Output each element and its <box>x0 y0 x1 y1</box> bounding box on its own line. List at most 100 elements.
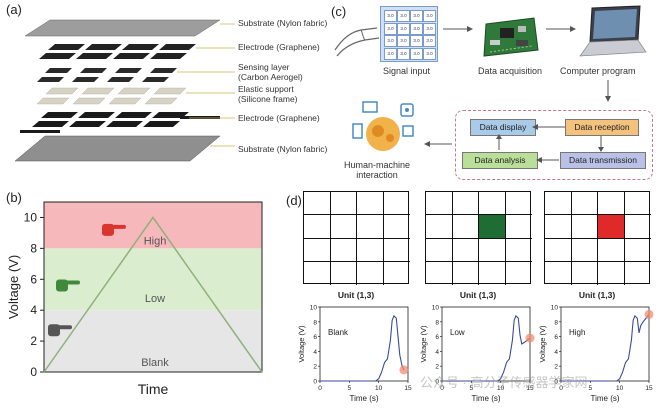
layer-label-sensing: Sensing layer (Carbon Aerogel) <box>238 62 303 82</box>
grid-cell <box>452 215 479 239</box>
arrow-icon <box>443 26 473 32</box>
x-tick-label: 15 <box>526 385 534 392</box>
y-tick-label: 10 <box>24 210 38 224</box>
y-tick-label: 0 <box>435 379 439 386</box>
band-high <box>44 202 262 249</box>
arrow-icon <box>546 26 576 32</box>
y-tick-label: 6 <box>30 272 37 286</box>
layer-label-elastic: Elastic support (Silicone frame) <box>238 84 298 104</box>
y-tick-label: 8 <box>435 319 439 326</box>
x-axis-label: Time (s) <box>471 394 500 403</box>
flow-arrows <box>496 124 604 163</box>
grid-cell <box>304 192 331 216</box>
grid-cell <box>545 192 572 216</box>
x-tick-label: 0 <box>559 385 563 392</box>
y-tick-label: 2 <box>30 334 37 348</box>
y-tick-label: 6 <box>554 334 558 341</box>
y-axis-label: Voltage (V) <box>538 325 547 363</box>
x-tick-label: 5 <box>348 385 352 392</box>
y-axis-label: Voltage (V) <box>419 325 428 363</box>
endpoint-marker <box>399 365 409 375</box>
grid-cell-active <box>479 215 506 239</box>
hand-blank-icon <box>48 324 72 337</box>
y-tick-label: 2 <box>313 364 317 371</box>
grid-cell <box>304 238 331 262</box>
grid-cell <box>624 192 651 216</box>
grid-cell <box>304 215 331 239</box>
keypad-cell: 3.0 <box>423 35 436 47</box>
sensor-grid-blank <box>303 191 411 285</box>
plot-frame <box>319 306 409 382</box>
grid-cell <box>383 192 410 216</box>
signal-input-label: Signal input <box>383 66 431 76</box>
hand-low-icon <box>56 279 80 292</box>
y-tick-label: 2 <box>435 364 439 371</box>
plot-frame <box>441 306 531 382</box>
keypad-cell: 3.0 <box>397 22 410 35</box>
x-tick-label: 0 <box>440 385 444 392</box>
voltage-trace <box>442 314 531 382</box>
y-tick-label: 6 <box>313 334 317 341</box>
arrow-icon <box>424 141 452 147</box>
band-low <box>44 248 262 311</box>
watermark: 公众号 · 高分子传感器学家网 <box>420 375 588 390</box>
grid-cell <box>330 192 357 216</box>
grid-cell <box>331 261 357 285</box>
plot-frame <box>43 201 263 373</box>
keypad-cell: 3.0 <box>423 22 436 35</box>
plot-label: Blank <box>328 328 349 337</box>
keypad-cell: 3.0 <box>384 47 397 60</box>
x-axis-label: Time (s) <box>349 394 378 403</box>
x-tick-label: 15 <box>404 385 412 392</box>
grid-cell <box>304 261 331 285</box>
grid-cell <box>357 261 384 285</box>
keypad-cell: 3.0 <box>397 10 410 22</box>
keypad-cell: 3.0 <box>410 22 423 35</box>
human-machine-label: Human-machine interaction <box>343 160 411 180</box>
panel-label-c: (c) <box>331 4 347 19</box>
y-tick-label: 0 <box>554 379 558 386</box>
keypad-cell: 3.0 <box>410 47 423 60</box>
x-tick-label: 0 <box>318 385 322 392</box>
grid-cell <box>452 238 479 262</box>
grid-cell <box>357 238 384 262</box>
grid-cell <box>505 215 532 239</box>
flow-dashed-container <box>455 110 653 180</box>
grid-cell <box>479 238 506 262</box>
panel-label-a: (a) <box>6 2 22 17</box>
unit-caption-high: Unit (1,3) <box>578 290 616 300</box>
y-tick-label: 0 <box>313 379 317 386</box>
x-tick-label: 10 <box>375 385 383 392</box>
grid-cell <box>452 192 479 216</box>
circuit-board-icon <box>483 17 539 57</box>
y-tick-label: 4 <box>313 349 317 356</box>
keypad-cell: 3.0 <box>397 47 410 60</box>
y-tick-label: 10 <box>551 305 559 312</box>
grid-cell <box>598 261 625 285</box>
grid-cell <box>426 192 453 216</box>
laptop-icon <box>579 5 647 57</box>
y-tick-label: 2 <box>554 364 558 371</box>
data-acquisition-label: Data acquisition <box>478 66 543 76</box>
grid-cell <box>625 262 652 285</box>
grid-cell <box>571 238 598 262</box>
computer-program-label: Computer program <box>560 66 636 76</box>
grid-cell <box>383 215 410 239</box>
grid-cell-active <box>598 215 625 239</box>
plot-label: Low <box>450 328 465 337</box>
x-axis-label: Time (s) <box>590 394 619 403</box>
grid-cell <box>479 192 506 216</box>
keypad-cell: 3.0 <box>410 35 423 47</box>
grid-cell <box>453 261 479 285</box>
x-tick-label: 10 <box>497 385 505 392</box>
y-tick-label: 6 <box>435 334 439 341</box>
grid-cell <box>598 192 625 216</box>
grid-cell <box>384 262 411 285</box>
y-tick-label: 10 <box>432 305 440 312</box>
voltage-trace <box>561 314 650 382</box>
y-tick-label: 4 <box>435 349 439 356</box>
